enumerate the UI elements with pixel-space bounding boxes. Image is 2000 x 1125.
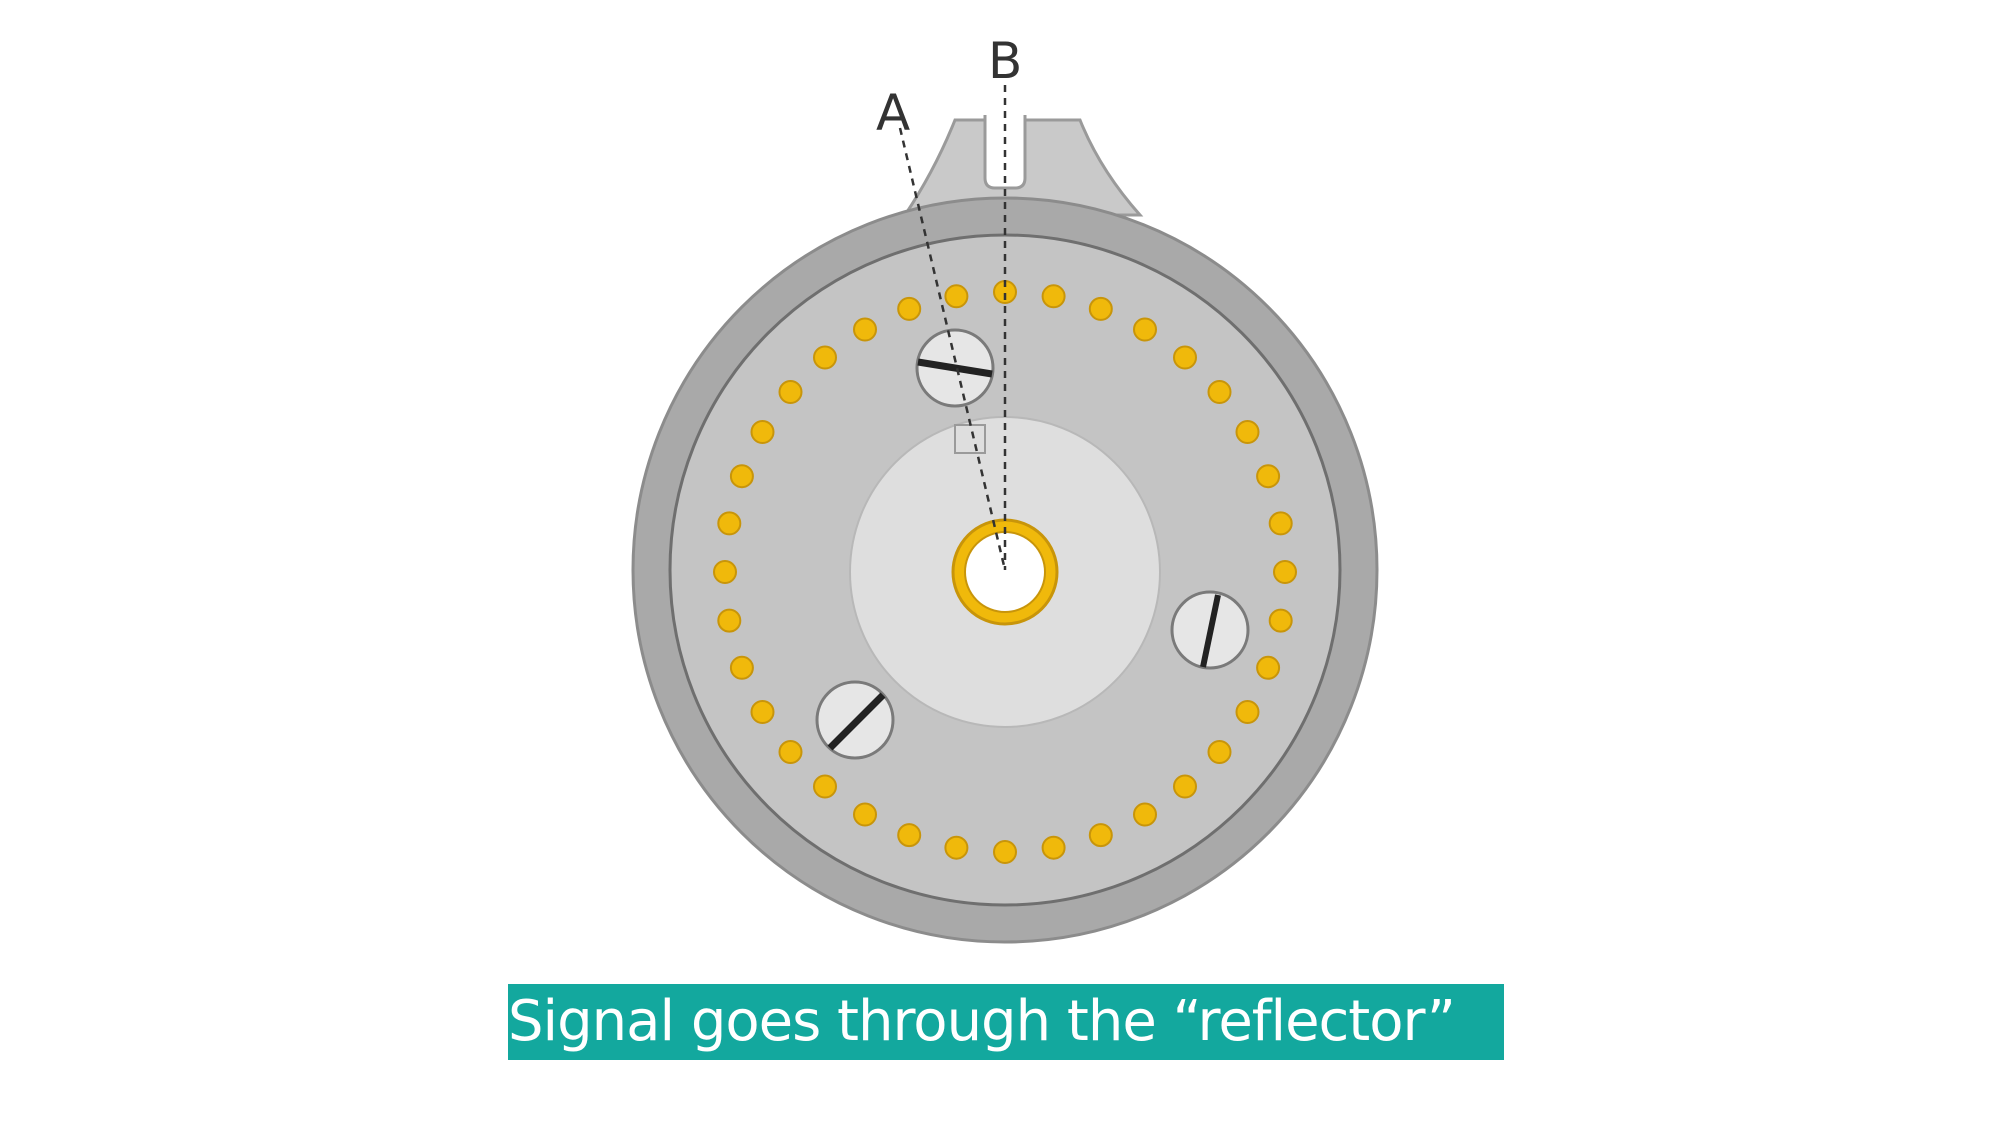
contact-dot [813, 345, 837, 370]
contact-dot [750, 700, 775, 724]
contact-dot [1173, 345, 1197, 370]
contact-dot [1088, 296, 1113, 321]
screw-icon [1170, 590, 1250, 670]
contact-dot [729, 464, 754, 489]
contact-dot [1088, 823, 1113, 848]
contact-dot [778, 740, 803, 764]
label-b: B [988, 32, 1022, 90]
contact-dot [1207, 740, 1232, 764]
screw-icon [915, 328, 995, 408]
contact-dot [717, 511, 742, 536]
contact-dot [944, 284, 969, 309]
contact-dot [993, 840, 1017, 864]
contact-dot [1207, 380, 1232, 404]
contact-dot [1256, 464, 1281, 489]
contact-dot [897, 296, 922, 321]
contact-dot [944, 835, 969, 860]
contact-dot [897, 823, 922, 848]
contact-dot [1273, 560, 1297, 584]
contact-dot [853, 802, 877, 827]
contact-dot [713, 560, 737, 584]
contact-dot [1235, 420, 1260, 444]
contact-dot [717, 608, 742, 633]
signal-path-a [898, 127, 1007, 571]
contact-dot [1268, 608, 1293, 633]
contact-dot [778, 380, 803, 404]
contact-ring [713, 280, 1297, 864]
contact-dot [729, 655, 754, 680]
contact-dot [813, 774, 837, 799]
hub-key-notch [954, 424, 986, 454]
label-a: A [876, 84, 910, 142]
contact-dot [1133, 317, 1157, 342]
contact-dot [1041, 284, 1066, 309]
screw-icon [815, 680, 895, 760]
contact-dot [853, 317, 877, 342]
contact-dot [1268, 511, 1293, 536]
contact-dot [1235, 700, 1260, 724]
contact-dot [1256, 655, 1281, 680]
contact-dot [1133, 802, 1157, 827]
contact-dot [750, 420, 775, 444]
contact-dot [1173, 774, 1197, 799]
contact-dot [1041, 835, 1066, 860]
caption-banner: Signal goes through the “reflector” [508, 984, 1504, 1060]
